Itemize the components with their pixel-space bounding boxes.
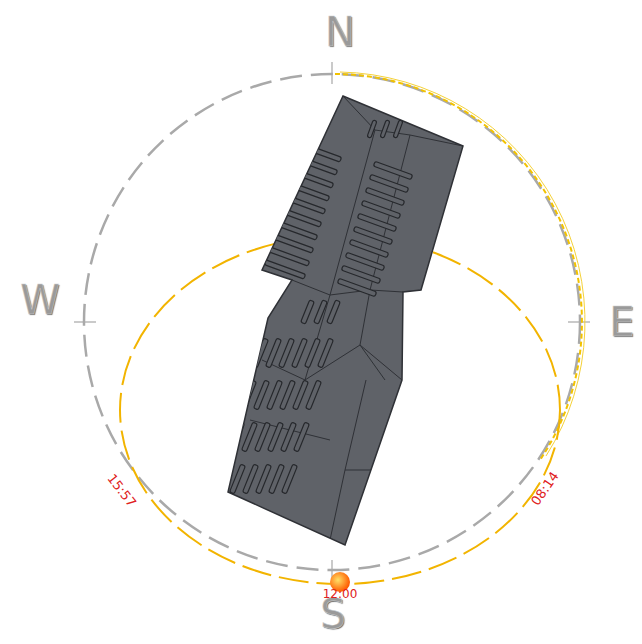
roof-slot xyxy=(327,300,341,324)
building-roof xyxy=(217,96,463,545)
roof-slot xyxy=(282,464,298,494)
roof-slot xyxy=(367,120,377,138)
compass-east: E xyxy=(609,302,634,342)
roof-slot xyxy=(314,300,328,324)
sunrise-time: 08:14 xyxy=(529,469,561,507)
compass-west: W xyxy=(20,280,60,320)
roof-slot xyxy=(300,143,341,162)
roof-slot xyxy=(296,156,337,175)
roof-slot xyxy=(294,422,310,452)
roof-slot xyxy=(380,120,390,138)
roof-slot xyxy=(288,182,329,201)
noon-time: 12:00 xyxy=(323,588,358,600)
compass-south: S xyxy=(320,594,345,634)
roof-slot xyxy=(264,260,305,279)
compass-north: N xyxy=(325,12,355,52)
roof-slot xyxy=(318,338,334,368)
roof-slot xyxy=(393,120,403,138)
compass-ticks xyxy=(74,62,590,580)
roof-slot xyxy=(306,380,322,410)
roof-slot xyxy=(301,300,315,324)
roof-slot xyxy=(292,169,333,188)
horizon-circle xyxy=(84,74,580,570)
roof-slot xyxy=(337,278,376,296)
sunset-time: 15:57 xyxy=(105,471,138,509)
